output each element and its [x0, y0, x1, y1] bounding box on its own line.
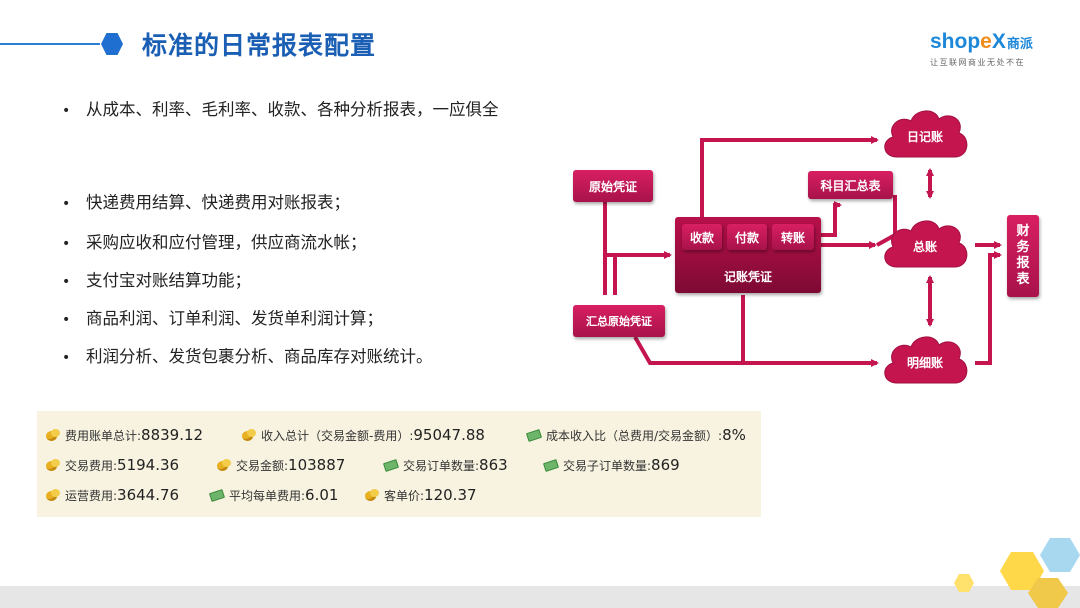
- stat-fee-total: 费用账单总计:8839.12: [46, 426, 203, 444]
- cloud-daily-journal: 日记账: [877, 105, 973, 167]
- title-line: [0, 43, 100, 45]
- box-transfer: 转账: [772, 224, 814, 250]
- decor-hexagon: [1040, 538, 1080, 572]
- logo-text-x: e: [980, 30, 992, 53]
- stat-income-total: 收入总计（交易金额-费用）:95047.88: [242, 426, 485, 444]
- banknote-icon: [210, 489, 225, 501]
- coins-icon: [217, 459, 232, 471]
- bullet-item: •快递费用结算、快递费用对账报表；: [62, 193, 350, 212]
- page-title: 标准的日常报表配置: [142, 31, 377, 60]
- bullet-item: •利润分析、发货包裹分析、商品库存对账统计。: [62, 347, 433, 366]
- box-receipt: 收款: [682, 224, 722, 250]
- logo-text-cn: 商派: [1006, 36, 1033, 51]
- recording-voucher-label: 记账凭证: [723, 270, 772, 284]
- box-financial-report: 财务报表: [1007, 215, 1039, 297]
- logo-tagline: 让互联网商业无处不在: [930, 58, 1025, 67]
- general-ledger-label: 总账: [912, 239, 937, 254]
- shopex-logo: shopeX商派 让互联网商业无处不在: [930, 30, 1050, 68]
- daily-journal-label: 日记账: [906, 129, 943, 144]
- stat-trade-fee: 交易费用:5194.36: [46, 456, 179, 474]
- box-summary-voucher: 汇总原始凭证: [573, 305, 665, 337]
- box-subject-summary: 科目汇总表: [808, 171, 893, 199]
- coins-icon: [46, 489, 61, 501]
- cloud-general-ledger: 总账: [877, 215, 973, 277]
- stat-order-count: 交易订单数量:863: [384, 456, 508, 474]
- detail-ledger-label: 明细账: [906, 355, 943, 370]
- logo-text-b: X: [991, 30, 1006, 53]
- bullet-item: •商品利润、订单利润、发货单利润计算；: [62, 309, 383, 328]
- coins-icon: [46, 459, 61, 471]
- stats-panel: 费用账单总计:8839.12 收入总计（交易金额-费用）:95047.88 成本…: [37, 411, 761, 517]
- coins-icon: [46, 429, 61, 441]
- decor-hexagon: [954, 574, 974, 592]
- coins-icon: [242, 429, 257, 441]
- banknote-icon: [544, 459, 559, 471]
- cloud-detail-ledger: 明细账: [877, 331, 973, 393]
- box-payment: 付款: [727, 224, 767, 250]
- title-hexagon-icon: [101, 33, 123, 55]
- stat-op-fee: 运营费用:3644.76: [46, 486, 179, 504]
- box-original-voucher: 原始凭证: [573, 170, 653, 202]
- stat-sub-order-count: 交易子订单数量:869: [544, 456, 680, 474]
- stat-cost-ratio: 成本收入比（总费用/交易金额）:8%: [527, 426, 746, 444]
- logo-text-a: shop: [930, 30, 981, 53]
- accounting-flow-diagram: 原始凭证 汇总原始凭证 记账凭证 收款 付款 转账 科目汇总表 日记账 总账 明…: [565, 105, 1045, 395]
- banknote-icon: [384, 459, 399, 471]
- stat-unit-price: 客单价:120.37: [365, 486, 477, 504]
- bullet-item: •从成本、利率、毛利率、收款、各种分析报表，一应俱全: [62, 100, 499, 119]
- banknote-icon: [527, 429, 542, 441]
- bullet-item: •支付宝对账结算功能；: [62, 271, 251, 290]
- bullet-item: •采购应收和应付管理，供应商流水帐；: [62, 233, 367, 252]
- flow-connectors: [603, 136, 1002, 367]
- footer-bar: [0, 586, 1080, 608]
- coins-icon: [365, 489, 380, 501]
- stat-trade-amount: 交易金额:103887: [217, 456, 345, 474]
- stat-avg-fee: 平均每单费用:6.01: [210, 486, 338, 504]
